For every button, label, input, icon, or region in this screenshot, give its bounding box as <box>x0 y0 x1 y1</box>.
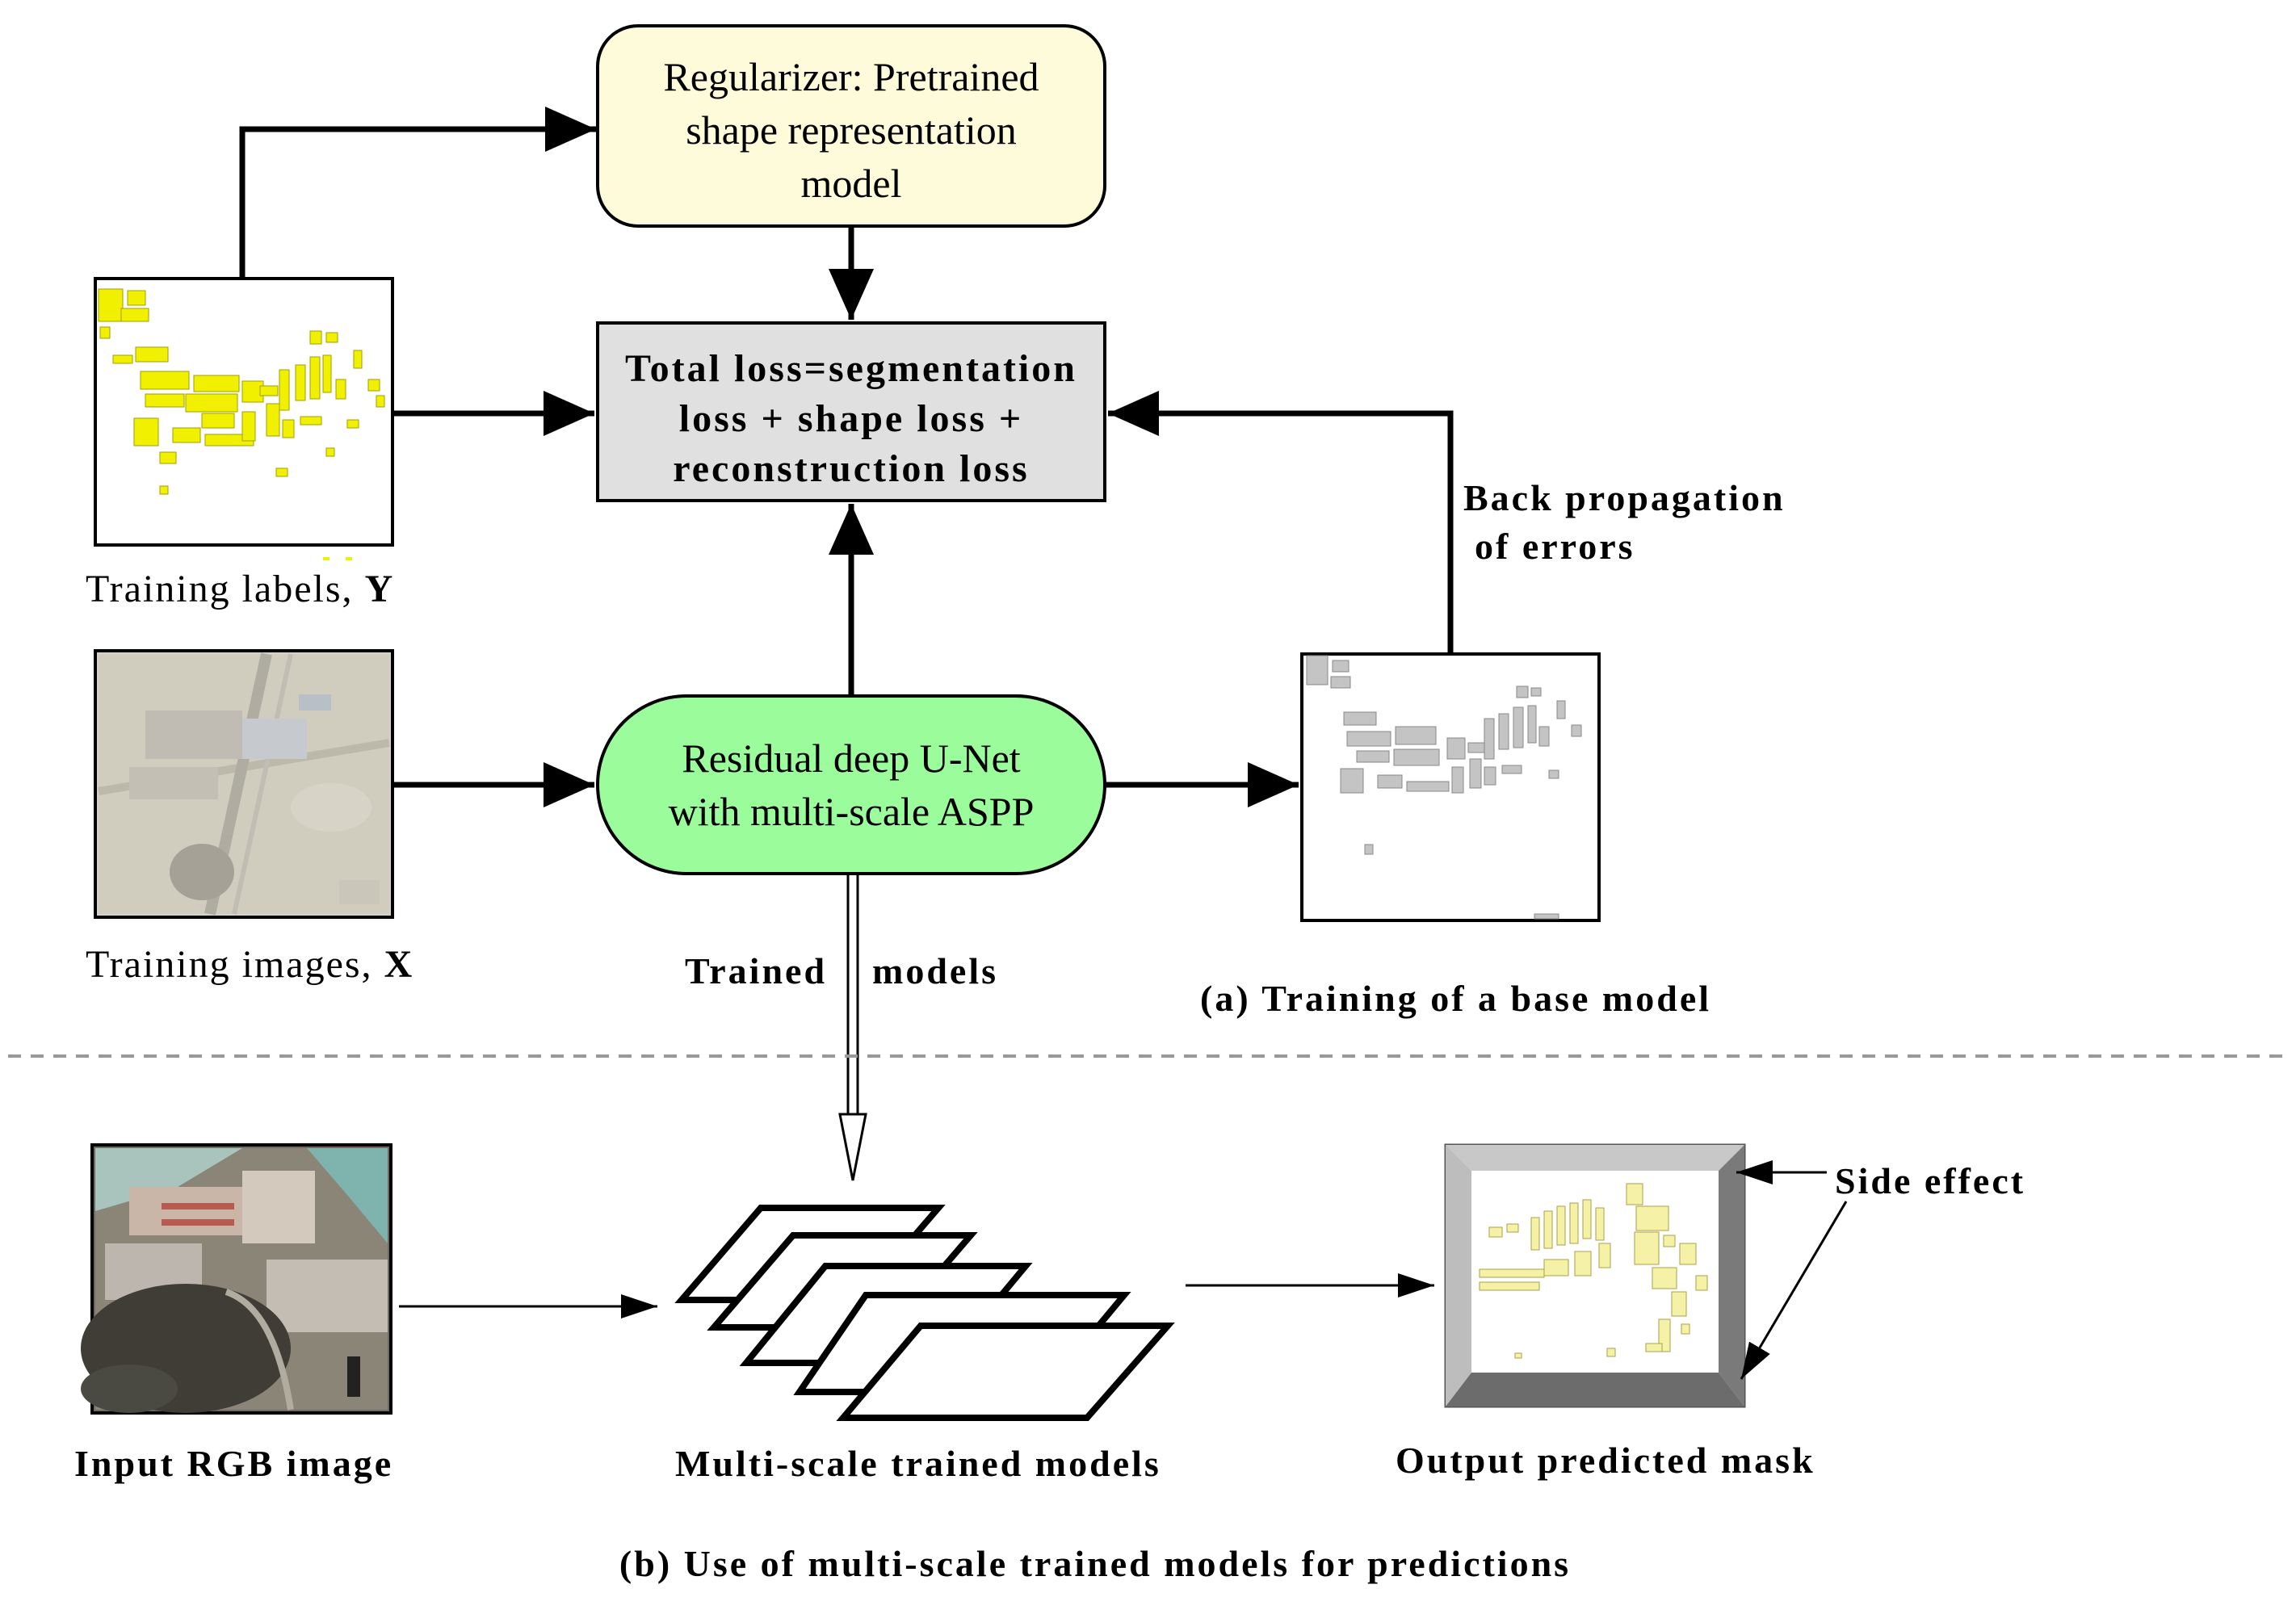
input-rgb-caption: Input RGB image <box>74 1443 393 1484</box>
total-loss-line-3: reconstruction loss <box>673 447 1029 490</box>
total-loss-line-1: Total loss=segmentation <box>625 347 1077 390</box>
total-loss-box: Total loss=segmentation loss + shape los… <box>596 321 1106 502</box>
unet-line-1: Residual deep U-Net <box>682 736 1020 781</box>
side-effect-label: Side effect <box>1835 1160 2025 1201</box>
training-images-image <box>94 649 394 919</box>
side-effect-arrows <box>1736 1160 1848 1380</box>
training-labels-caption: Training labels, Y <box>86 568 394 610</box>
regularizer-line-2: shape representation <box>686 107 1017 153</box>
prediction-output-image <box>1300 652 1601 922</box>
regularizer-line-1: Regularizer: Pretrained <box>663 54 1039 99</box>
backprop-arrow <box>1108 391 1454 654</box>
multiscale-models-caption: Multi-scale trained models <box>675 1443 1161 1484</box>
multiscale-model-stack <box>674 1205 1175 1421</box>
training-images-caption: Training images, X <box>86 943 413 986</box>
trained-label: Trained <box>685 950 827 991</box>
training-labels-image <box>94 277 394 560</box>
output-mask-caption: Output predicted mask <box>1396 1440 1815 1481</box>
regularizer-box: Regularizer: Pretrained shape representa… <box>596 24 1106 228</box>
labels-to-regularizer-arrow <box>239 107 596 279</box>
trained-models-arrow <box>838 874 867 1181</box>
section-b-caption: (b) Use of multi-scale trained models fo… <box>619 1543 1571 1584</box>
output-mask-image <box>1444 1143 1746 1408</box>
unet-box: Residual deep U-Net with multi-scale ASP… <box>596 694 1106 875</box>
total-loss-line-2: loss + shape loss + <box>679 397 1023 440</box>
regularizer-line-3: model <box>801 161 902 206</box>
models-label: models <box>872 950 998 991</box>
section-a-caption: (a) Training of a base model <box>1200 978 1711 1019</box>
model-layer-5 <box>836 1323 1175 1421</box>
arrows-prediction <box>399 1273 1434 1318</box>
side-effect-arrow-bottom <box>1740 1201 1848 1380</box>
unet-line-2: with multi-scale ASPP <box>669 789 1035 834</box>
arrows-training <box>239 107 1454 807</box>
backprop-label-line-1: Back propagation <box>1463 477 1786 518</box>
input-rgb-image <box>81 1143 392 1415</box>
backprop-label-line-2: of errors <box>1475 526 1635 567</box>
